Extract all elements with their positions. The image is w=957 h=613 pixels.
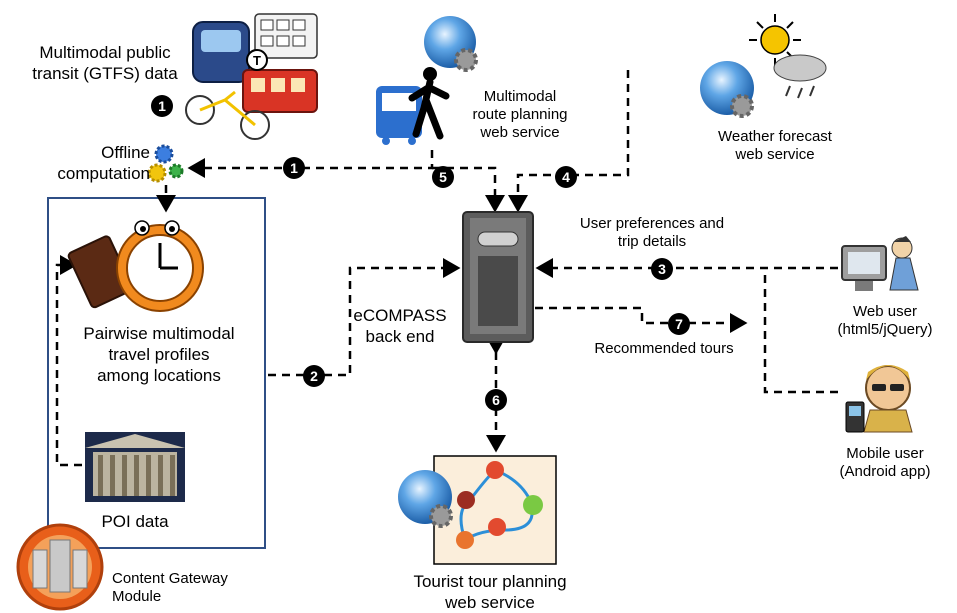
content-gateway-icon <box>16 523 104 611</box>
line-mobile-to-join <box>763 268 838 394</box>
content-gateway-label: Content Gateway Module <box>112 570 228 605</box>
weather-forecast-label: Weather forecast web service <box>718 128 832 163</box>
arrow-route-to-backend <box>432 166 505 213</box>
mobile-user-label: Mobile user (Android app) <box>839 445 931 480</box>
gtfs-data-label: Multimodal public transit (GTFS) data <box>32 43 178 83</box>
step-badge-1-gtfs: 1 <box>151 95 173 117</box>
step-badge-1-route: 1 <box>283 157 305 179</box>
step-badge-5: 5 <box>432 166 454 188</box>
route-planning-label: Multimodal route planning web service <box>472 88 568 141</box>
arrow-backend-to-recommended <box>535 306 748 333</box>
recommended-tours-label: Recommended tours <box>594 340 734 357</box>
tour-planning-label: Tourist tour planning web service <box>413 572 567 612</box>
transit-vehicles-icon: T <box>185 13 318 140</box>
mobile-user-icon <box>845 365 913 433</box>
arrow-route-to-offline <box>187 150 434 178</box>
poi-building-image <box>85 432 185 502</box>
travel-profiles-label: Pairwise multimodal travel profiles amon… <box>83 324 235 385</box>
offline-computation-gears-icon <box>147 144 184 183</box>
weather-service-icon <box>700 14 827 118</box>
offline-computation-label: Offline computation <box>57 143 150 183</box>
arrow-profiles-to-backend <box>268 258 461 377</box>
step-badge-3: 3 <box>651 258 673 280</box>
travel-profiles-clock-icon <box>67 220 204 312</box>
route-planning-service-icon <box>376 16 478 145</box>
web-user-icon <box>841 236 919 291</box>
step-badge-2: 2 <box>303 365 325 387</box>
web-user-label: Web user (html5/jQuery) <box>837 303 933 338</box>
step-badge-6: 6 <box>485 389 507 411</box>
user-preferences-label: User preferences and trip details <box>579 215 725 250</box>
step-badge-7: 7 <box>668 313 690 335</box>
svg-text:T: T <box>253 53 261 68</box>
tour-planning-map-icon <box>398 455 557 565</box>
backend-label: eCOMPASS back end <box>353 306 447 346</box>
poi-data-label: POI data <box>101 512 169 531</box>
backend-server-icon <box>462 211 534 343</box>
step-badge-4: 4 <box>555 166 577 188</box>
